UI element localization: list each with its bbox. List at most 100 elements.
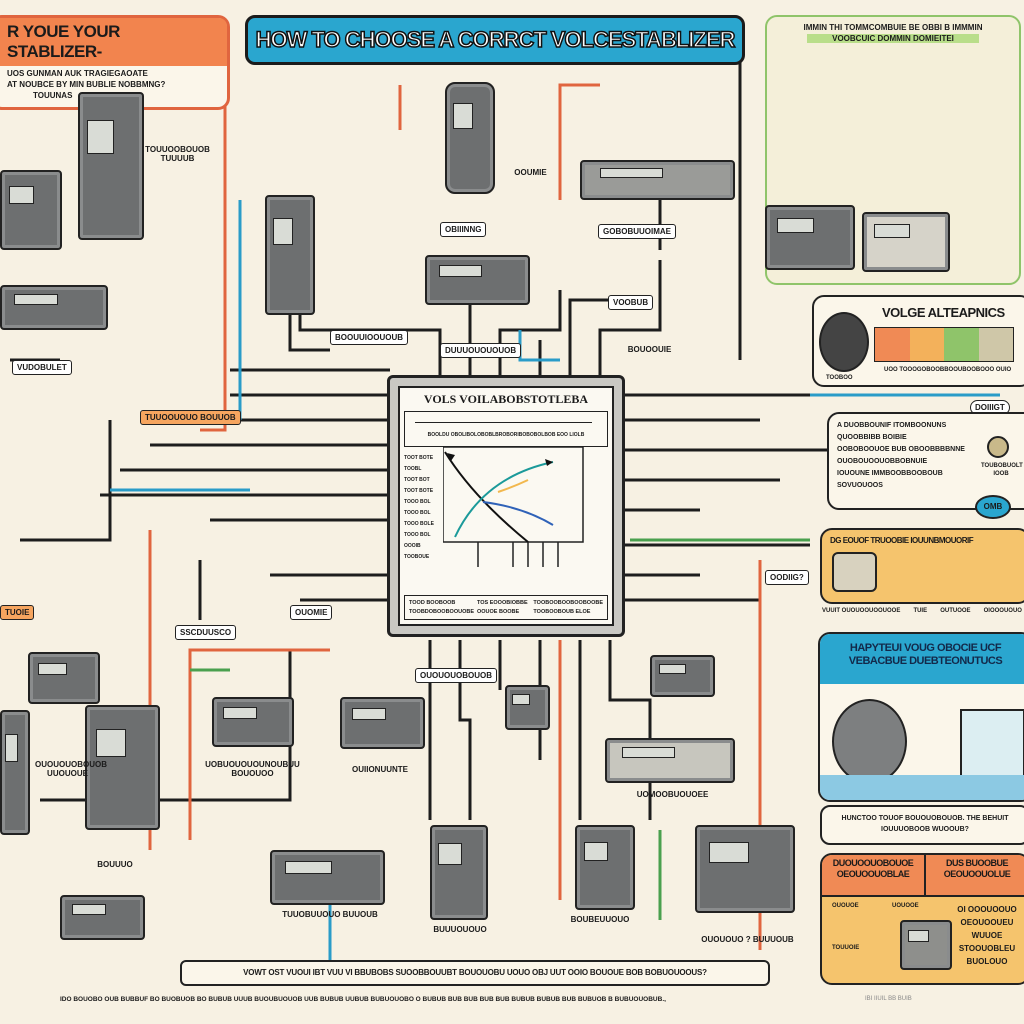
bottom-question-bar: VOWT OST VUOUI IBT VUU VI BBUBOBS SUOOBB… bbox=[180, 960, 770, 986]
caption: BOUUUO bbox=[97, 860, 133, 869]
bottom-question-text: VOWT OST VUOUI IBT VUU VI BBUBOBS SUOOBB… bbox=[243, 968, 707, 977]
label-tag: OUOMIE bbox=[290, 605, 333, 620]
gauge-icon bbox=[819, 312, 869, 372]
row-label: TOOT BOTE bbox=[404, 488, 434, 494]
bench-stabilizer-device-2 bbox=[340, 697, 425, 749]
oven-device bbox=[862, 212, 950, 272]
curve-blue bbox=[482, 501, 554, 526]
label-tag: GOBOBUUOIMAE bbox=[598, 224, 676, 239]
caption: TOUUOOBOUOB TUUUUB bbox=[145, 145, 210, 163]
control-unit-device bbox=[425, 255, 530, 305]
caption: TUIE bbox=[913, 608, 928, 614]
alternatives-swatches bbox=[874, 327, 1014, 362]
cabinet-device-2 bbox=[85, 705, 160, 830]
table-item: OUOUOE bbox=[832, 903, 859, 909]
table-col-2: DUS BUOOBUE OEOUOOUOLUE bbox=[943, 858, 1011, 879]
left-panel: r YOUE YOUR STABLIZER- UOS GUNMAN AUK TR… bbox=[0, 15, 230, 110]
stabilizer-device bbox=[900, 920, 952, 970]
floor-cabinet-device bbox=[430, 825, 488, 920]
low-unit-device bbox=[60, 895, 145, 940]
top-right-subheading: VOOBCUIC DOMMIN DOMIEITEI bbox=[807, 34, 979, 43]
row-label: TOOBL bbox=[404, 466, 422, 472]
row-label: TOOO BOL bbox=[404, 510, 431, 516]
central-device-title: VOLS VOILABOBSTOTLEBA bbox=[423, 392, 589, 406]
table-item: UOUOOE bbox=[892, 903, 919, 909]
footer-cell: TOOD BOOBOOB bbox=[409, 600, 456, 606]
wall-stabilizer-device bbox=[445, 82, 495, 194]
caption: UOMOOBUOUOEE bbox=[636, 790, 709, 799]
bullet-item: OOBOBOOUOE BUB OBOOBBBBNNE bbox=[837, 446, 965, 453]
yellow-panel: DG EOUOF TRUOOBIE IOUUNBMOUORIF bbox=[820, 528, 1024, 604]
bullets-panel: A DUOBBOUNIF ITOMBOONUNS QUOOBBIBB BOIBI… bbox=[827, 412, 1024, 510]
caption: OOUMIE bbox=[514, 168, 547, 177]
table-item: TOUUOIE bbox=[832, 945, 860, 951]
footer-cell: TOOBDOBOOBOOUOBE bbox=[409, 609, 474, 615]
label-tag: SSCDUUSCO bbox=[175, 625, 237, 640]
yellow-captions: VUUIT OUOUOOUOOUOOE TUIE OUTUOOE OIOOOUO… bbox=[822, 608, 1022, 614]
title-banner: HOW TO CHOOSE A CORRCT VOLCESTABLIZER bbox=[245, 15, 745, 65]
row-label: TOOBOUE bbox=[404, 554, 430, 560]
server-tower-device bbox=[78, 92, 144, 240]
row-label: TOOO BOL bbox=[404, 499, 431, 505]
yellow-heading: DG EOUOF TRUOOBIE IOUUNBMOUORIF bbox=[830, 536, 974, 545]
caption: BOUOOUIE bbox=[627, 345, 672, 354]
label-tag: VOOBUB bbox=[608, 295, 654, 310]
label-tag: TUUOOUOUO BOUUOB bbox=[140, 410, 241, 425]
footer-cell: OOUOE BOOBE bbox=[477, 609, 520, 615]
left-panel-heading: r YOUE YOUR STABLIZER- bbox=[0, 18, 227, 66]
row-label: TOOO BOL bbox=[404, 532, 431, 538]
row-label: TOOT BOT bbox=[404, 477, 430, 483]
bullet-item: IOUOUNE IMMBOOBBOOBOUB SOVUOUOOS bbox=[837, 470, 943, 489]
label-tag: OUOUOUOBOUOB bbox=[415, 668, 497, 683]
wide-unit-device bbox=[605, 738, 735, 783]
label-tag: BOOUUIOOUOUB bbox=[330, 330, 408, 345]
bullet-item: OUOBOUOOUOBBOBNUIE bbox=[837, 458, 928, 465]
label-tag: TUOIE bbox=[0, 605, 35, 620]
caption: OUTUOOE bbox=[940, 608, 971, 614]
caption: OUOUOUO ? BUUUOUB bbox=[701, 935, 794, 944]
caption: VUUIT OUOUOOUOOUOOE bbox=[822, 608, 901, 614]
meter-label: TOOBOO bbox=[826, 375, 853, 381]
bullets-badge: OMB bbox=[975, 495, 1011, 519]
rack-device bbox=[270, 850, 385, 905]
row-labels: TOOT BOTE TOOBL TOOT BOT TOOT BOTE TOOO … bbox=[404, 447, 443, 587]
row-label: OOOIB bbox=[404, 543, 421, 549]
rack-unit-device bbox=[0, 285, 108, 330]
monitor-device bbox=[765, 205, 855, 270]
bullet-item: QUOOBBIBB BOIBIE bbox=[837, 434, 907, 441]
central-stabilizer-device: VOLS VOILABOBSTOTLEBA BOOLDU OBOLIBOLOBO… bbox=[387, 375, 625, 637]
caption: BUUUOUOUO bbox=[433, 925, 487, 934]
bench-stabilizer-device bbox=[212, 697, 294, 747]
tv-icon bbox=[832, 552, 877, 592]
footer-credit: IBI IIUIL BB BUIB bbox=[865, 996, 912, 1002]
label-tag: DUUUOUOUOUOB bbox=[440, 343, 522, 358]
small-stabilizer-device bbox=[28, 652, 100, 704]
left-panel-line-2: AT NOUBCE BY MIN BUBLIE NOBBMNG? bbox=[7, 80, 166, 89]
caption: BOUBEUUOUO bbox=[570, 915, 630, 924]
tower-device bbox=[265, 195, 315, 315]
caption: UOBUOUOUOUNOUBUU BOUOUOO bbox=[205, 760, 300, 778]
caption: TUUOBUUOUO BUUOUB bbox=[282, 910, 378, 919]
caption: OIOOOUOUO bbox=[983, 608, 1022, 614]
desk-unit-device bbox=[505, 685, 550, 730]
label-tag: OODIIG? bbox=[765, 570, 809, 585]
label-tag: VUDOBULET bbox=[12, 360, 72, 375]
footer-cell: TOOBOOBOUB ELOE bbox=[533, 609, 591, 615]
alternatives-heading: VOLGE ALTEAPNICS bbox=[882, 305, 1005, 320]
caption: OUIIONUUNTE bbox=[352, 765, 408, 774]
window-icon bbox=[960, 709, 1024, 779]
question-box: HUNCTOO TOUOF BOUOUOBOUOB. THE BEHUIT IO… bbox=[820, 805, 1024, 845]
alternatives-panel: VOLGE ALTEAPNICS UOO TOOOGOBOOBBOOUBOOBO… bbox=[812, 295, 1024, 387]
table-col-2-text: OI OOOUOOUO OEOUOOUEU WUUOE STOOUOBLEU B… bbox=[957, 905, 1017, 966]
fan-icon bbox=[832, 699, 907, 784]
clock-label: TOUBOBUOLT IOOB bbox=[981, 463, 1023, 477]
row-label: TOOO BOLE bbox=[404, 521, 434, 527]
question-text: HUNCTOO TOUOF BOUOUOBOUOB. THE BEHUIT IO… bbox=[841, 815, 1009, 833]
blue-panel: HAPYTEUI VOUG OBOCIE UCF VEBACBUE DUEBTE… bbox=[818, 632, 1024, 802]
label-tag: OBIIINNG bbox=[440, 222, 487, 237]
top-right-heading: IMMIN THI TOMMCOMBUIE BE OBBI B IMMMIN bbox=[803, 23, 983, 32]
orange-table: DUOUOOUOBOUOE OEOUOOUOBLAE DUS BUOOBUE O… bbox=[820, 853, 1024, 985]
blue-heading: HAPYTEUI VOUG OBOCIE UCF VEBACBUE DUEBTE… bbox=[820, 634, 1024, 684]
caption: OUOUOUOBOUOB UUOUOUE bbox=[35, 760, 107, 778]
row-label: TOOT BOTE bbox=[404, 455, 434, 461]
